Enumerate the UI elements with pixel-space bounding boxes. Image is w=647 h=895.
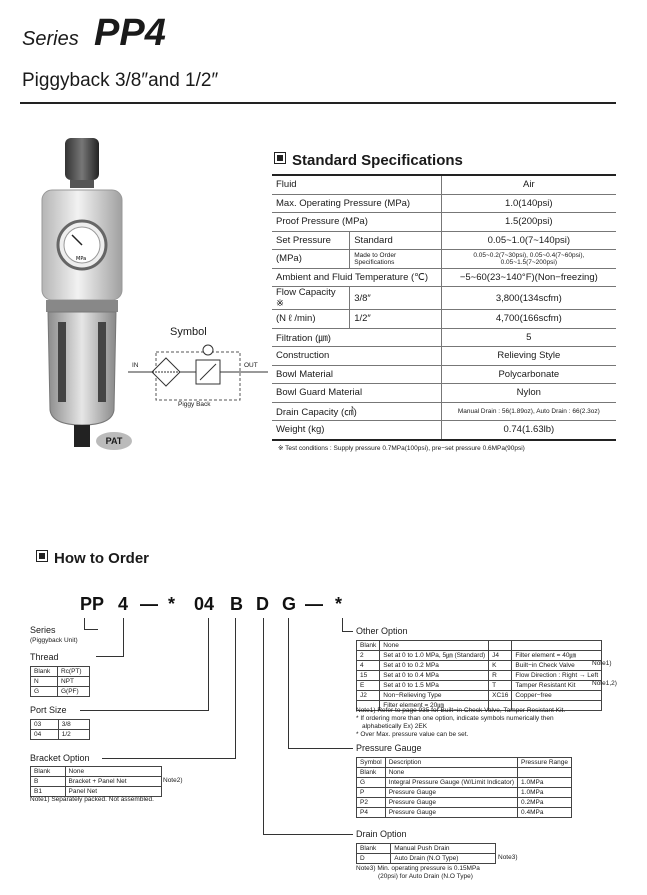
symbol-caption: Piggy Back	[178, 401, 211, 408]
gauge-option-title: Pressure Gauge	[356, 743, 422, 753]
series-word: Series	[22, 28, 79, 50]
bracket-note: Note1) Separately packed. Not assembled.	[30, 796, 154, 803]
order-section-title: How to Order	[36, 550, 149, 567]
table-row: Weight (kg)0.74(1.63lb)	[272, 420, 616, 441]
bracket-option-title: Bracket Option	[30, 753, 90, 763]
code-part-dash-1: —	[140, 594, 158, 614]
code-part-d: D	[256, 594, 269, 614]
other-note-4: * Over Max. pressure value can be set.	[356, 731, 469, 738]
table-row: Filtration (㎛)5	[272, 328, 616, 347]
other-note-3: alphabetically Ex) 2EK	[362, 723, 428, 730]
symbol-out-label: OUT	[244, 362, 258, 369]
spec-section-title: Standard Specifications	[274, 152, 463, 169]
drain-note-1: Note3) Min. operating pressure is 0.15MP…	[356, 865, 480, 872]
page-subtitle: Piggyback 3/8″and 1/2″	[22, 70, 219, 91]
code-part-b: B	[230, 594, 243, 614]
code-part-star-1: *	[168, 594, 176, 614]
code-part-star-2: *	[335, 594, 343, 614]
drain-side-note: Note3)	[498, 854, 518, 861]
series-option-sub: (Piggyback Unit)	[30, 637, 78, 644]
drain-note-2: (20psi) for Auto Drain (N.O Type)	[378, 873, 473, 880]
table-row: Flow Capacity ※3/8″3,800(134scfm)	[272, 286, 616, 310]
other-option-title: Other Option	[356, 626, 408, 636]
code-part-pp: PP	[80, 594, 105, 614]
table-row: Max. Operating Pressure (MPa)1.0(140psi)	[272, 194, 616, 213]
gauge-label: MPa	[76, 256, 86, 262]
thread-option-title: Thread	[30, 652, 59, 662]
table-row: Ambient and Fluid Temperature (℃)−5~60(2…	[272, 268, 616, 287]
drain-option-title: Drain Option	[356, 829, 407, 839]
code-part-dash-2: —	[305, 594, 323, 614]
table-row: Filter element = 20㎛	[355, 700, 603, 711]
other-side-note-2: Note1,2)	[592, 680, 617, 687]
product-illustration: MPa	[32, 130, 132, 460]
symbol-title: Symbol	[170, 326, 207, 338]
other-note-1: Note1) Refer to page 935 for Built−in Ch…	[356, 707, 566, 714]
symbol-diagram	[128, 340, 268, 410]
bracket-side-note: Note2)	[163, 777, 183, 784]
header-rule	[20, 102, 616, 104]
series-code: PP4	[94, 12, 166, 54]
table-row: Drain Capacity (㎤)Manual Drain : 56(1.89…	[272, 402, 616, 421]
series-option-title: Series	[30, 625, 56, 635]
code-part-4: 4	[118, 594, 129, 614]
port-size-title: Port Size	[30, 705, 67, 715]
other-note-2: * If ordering more than one option, indi…	[356, 715, 554, 722]
code-part-g: G	[282, 594, 297, 614]
other-side-note-1: Note1)	[592, 660, 612, 667]
pat-badge: PAT	[96, 432, 132, 450]
code-part-04: 04	[194, 594, 215, 614]
spec-footnote: ※ Test conditions : Supply pressure 0.7M…	[278, 445, 525, 452]
table-row: (N ℓ /min)1/2″4,700(166scfm)	[272, 309, 616, 329]
table-row: Proof Pressure (MPa)1.5(200psi)	[272, 212, 616, 232]
symbol-in-label: IN	[132, 362, 139, 369]
